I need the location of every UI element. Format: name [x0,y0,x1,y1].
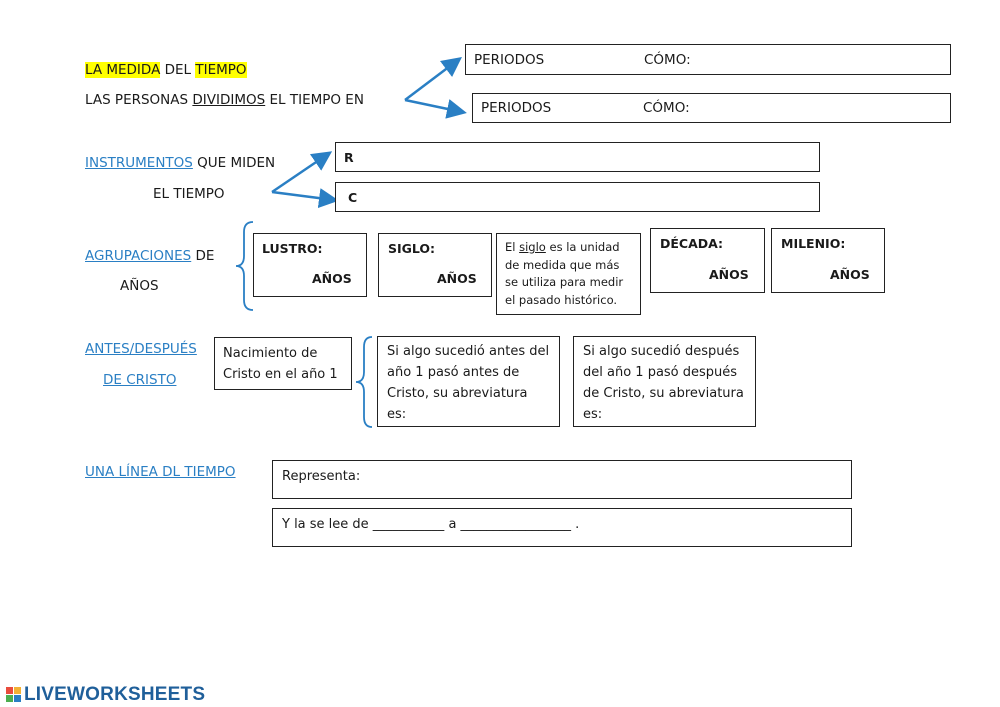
groupings-rest: DE [191,248,215,264]
period-how: CÓMO: [644,52,691,68]
period-label: PERIODOS [481,100,552,116]
decada-name: DÉCADA: [660,236,724,251]
instrument-box-r[interactable]: R [335,142,820,172]
instruments-rest: QUE MIDEN [192,155,276,171]
milenio-box[interactable]: MILENIO: AÑOS [771,228,885,293]
instruments-heading: INSTRUMENTOS QUE MIDEN [85,155,275,171]
christ-link-2[interactable]: DE CRISTO [103,372,177,388]
note-post: es la unidad de medida que más se utiliz… [505,240,624,307]
groupings-heading: AGRUPACIONES DE [85,248,214,264]
birth-of-christ-box: Nacimiento de Cristo en el año 1 [214,337,352,390]
timeline-represents-box[interactable]: Representa: [272,460,852,499]
groupings-link[interactable]: AGRUPACIONES [85,248,192,264]
page-title: LA MEDIDA DEL TIEMPO [85,62,247,78]
groupings-line2: AÑOS [120,278,159,294]
instruments-link[interactable]: INSTRUMENTOS [85,155,193,171]
instrument-initial: R [344,150,354,165]
period-label: PERIODOS [474,52,545,68]
division-sentence: LAS PERSONAS DIVIDIMOS EL TIEMPO EN [85,92,364,108]
note-word: siglo [519,240,546,254]
liveworksheets-logo[interactable]: LIVEWORKSHEETS [6,684,205,706]
bracket-groupings [235,221,254,311]
title-word-3: TIEMPO [195,62,247,78]
title-word-2: DEL [164,62,192,78]
siglo-box[interactable]: SIGLO: AÑOS [378,233,492,297]
after-christ-box[interactable]: Si algo sucedió después del año 1 pasó d… [573,336,756,427]
lustro-box[interactable]: LUSTRO: AÑOS [253,233,367,297]
timeline-reads-box[interactable]: Y la se lee de ___________ a ___________… [272,508,852,547]
lustro-name: LUSTRO: [262,241,323,256]
lustro-unit: AÑOS [312,271,352,286]
timeline-reads: Y la se lee de ___________ a ___________… [282,517,580,532]
liveworksheets-wordmark: LIVEWORKSHEETS [24,684,206,705]
bracket-christ [355,336,373,428]
division-verb: DIVIDIMOS [192,92,266,108]
note-pre: El [505,240,520,254]
timeline-represents: Representa: [282,469,361,484]
division-prefix: LAS PERSONAS [85,92,193,108]
timeline-link[interactable]: UNA LÍNEA DL TIEMPO [85,464,236,480]
title-word-1: LA MEDIDA [85,62,161,78]
period-box-1[interactable]: PERIODOS CÓMO: [465,44,951,75]
arrow-periods-up [404,56,462,101]
instruments-line2: EL TIEMPO [153,186,225,202]
arrow-instruments-up [271,151,333,194]
milenio-unit: AÑOS [830,267,870,282]
christ-link-1[interactable]: ANTES/DESPUÉS [85,341,197,357]
arrow-periods-down [404,98,467,119]
period-box-2[interactable]: PERIODOS CÓMO: [472,93,951,123]
liveworksheets-logo-icon [6,687,21,702]
milenio-name: MILENIO: [781,236,846,251]
siglo-name: SIGLO: [388,241,436,256]
period-how: CÓMO: [643,100,690,116]
instrument-box-c[interactable]: C [335,182,820,212]
decada-unit: AÑOS [709,267,749,282]
decada-box[interactable]: DÉCADA: AÑOS [650,228,765,293]
instrument-initial: C [348,190,358,205]
arrow-instruments-down [271,188,339,208]
before-christ-box[interactable]: Si algo sucedió antes del año 1 pasó ant… [377,336,560,427]
siglo-note: El siglo es la unidad de medida que más … [496,233,641,315]
division-suffix: EL TIEMPO EN [265,92,364,108]
siglo-unit: AÑOS [437,271,477,286]
